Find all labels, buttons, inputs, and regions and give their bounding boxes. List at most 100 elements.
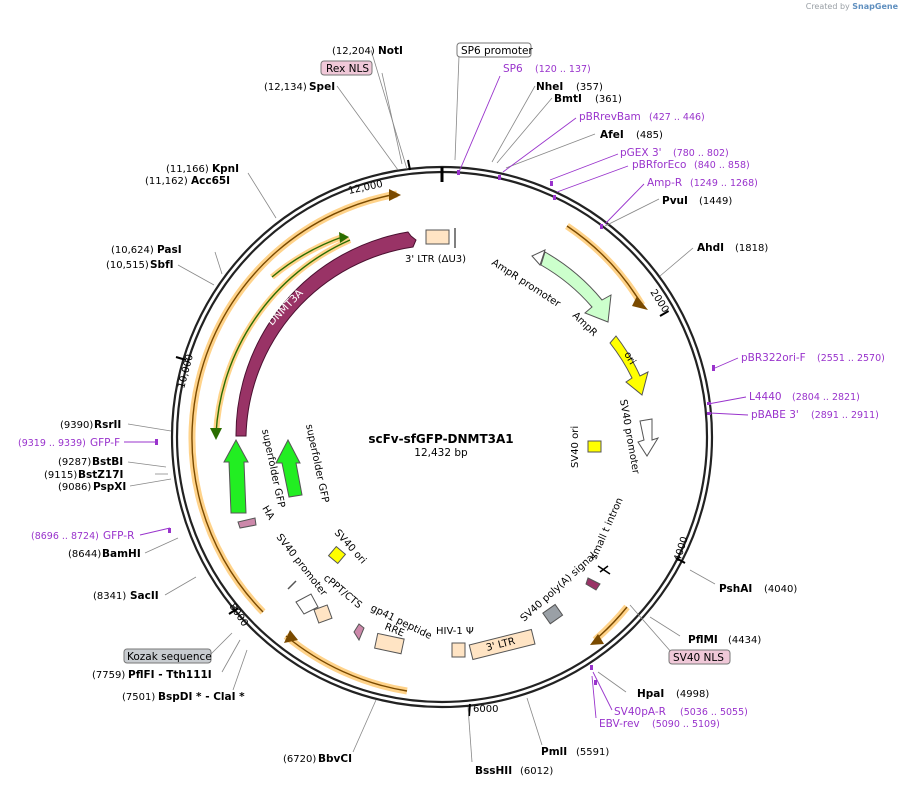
- leader-hpai: [597, 671, 627, 693]
- leader-lines: [127, 49, 716, 763]
- site-pos-acc65i: (11,162): [145, 176, 188, 187]
- small-t-intron-label: small t intron: [589, 496, 626, 561]
- site-pos-pvui: (1449): [699, 196, 732, 207]
- site-pos-bstz17i: (9115): [44, 470, 77, 481]
- leader-sv40nls: [629, 604, 673, 654]
- site-pos-pasi: (10,624): [111, 245, 154, 256]
- primer-name-gfpf: GFP-F: [90, 437, 120, 449]
- sp6-promoter-box: [456, 42, 532, 58]
- site-pos-ahdi: (1818): [735, 243, 768, 254]
- primer-name-pgex: pGEX 3': [620, 147, 662, 159]
- leader-bspdi: [232, 649, 248, 691]
- primer-tick-ampr: [600, 224, 603, 229]
- primer-leader-pbabe: [709, 412, 749, 416]
- snapgene-credit: Created by SnapGene: [806, 2, 898, 11]
- primer-range-ampr: (1249 .. 1268): [690, 178, 758, 189]
- rex-nls-label: Rex NLS: [326, 63, 369, 75]
- primer-tick-pgex: [550, 181, 553, 186]
- leader-pasi: [214, 251, 223, 275]
- primer-range-pbabe: (2891 .. 2911): [811, 410, 879, 421]
- primer-name-l4440: L4440: [749, 391, 782, 403]
- leader-pflfi: [221, 639, 241, 673]
- site-name-sacii: SacII: [130, 590, 159, 602]
- primer-leader-lines: [124, 75, 749, 719]
- site-pos-pshai: (4040): [764, 584, 797, 595]
- leader-spei: [336, 85, 399, 171]
- orf-arcs: [188, 190, 646, 695]
- kozak-box: [123, 648, 212, 664]
- sp6-promoter-label: SP6 promoter: [461, 45, 533, 57]
- primer-leader-l4440: [707, 396, 747, 405]
- leader-nhei: [491, 85, 536, 163]
- leader-bmti: [496, 97, 553, 164]
- primer-name-ampr: Amp-R: [647, 177, 682, 189]
- site-name-nhei: NheI: [536, 81, 563, 93]
- dnmt3a-feature: [235, 231, 417, 437]
- ha-feature: [237, 517, 257, 529]
- cppt-feature: [313, 604, 333, 624]
- site-name-pshai: PshAI: [719, 583, 752, 595]
- site-name-pasi: PasI: [157, 244, 182, 256]
- site-pos-bbvci: (6720): [283, 754, 316, 765]
- primer-name-sv40pa: SV40pA-R: [614, 706, 666, 718]
- arrowhead-ampr-orf: [632, 296, 648, 310]
- sfgfp-label-2: superfolder GFP: [303, 423, 330, 503]
- primer-tick-ebv: [594, 680, 597, 685]
- leader-pspxi: [129, 478, 172, 487]
- leader-ahdi: [659, 247, 694, 277]
- sv40-polya-feature: [542, 603, 564, 625]
- site-name-bamhi: BamHI: [102, 548, 141, 560]
- tick-label-6000: 6000: [473, 704, 498, 715]
- primer-range-sp6: (120 .. 137): [535, 64, 591, 75]
- snapgene-logo: SnapGene: [852, 2, 898, 11]
- primer-tick-gfpr: [168, 528, 171, 533]
- site-pos-bmti: (361): [595, 94, 622, 105]
- rre-feature: [374, 632, 405, 655]
- sv40-ori-feature-1: [587, 440, 602, 453]
- site-pos-hpai: (4998): [676, 689, 709, 700]
- site-name-rsrii: RsrII: [94, 419, 121, 431]
- ori-feature: [609, 335, 649, 396]
- primer-name-pbabe: pBABE 3': [751, 409, 799, 421]
- primer-name-pbrrevbam: pBRrevBam: [579, 111, 641, 123]
- site-name-pflmi: PflMI: [688, 634, 718, 646]
- hiv-psi-feature: [451, 642, 466, 658]
- site-name-bbvci: BbvCI: [318, 753, 352, 765]
- sv40-promoter-feature-1: [637, 418, 660, 457]
- site-pos-bsshii: (6012): [520, 766, 553, 777]
- site-pos-spei: (12,134): [264, 82, 307, 93]
- primer-range-sv40pa: (5036 .. 5055): [680, 707, 748, 718]
- credit-prefix: Created by: [805, 2, 850, 11]
- leader-rexnls: [381, 72, 403, 165]
- arrowhead-lower-orf: [284, 630, 298, 643]
- primer-leader-pbrrevbam: [502, 117, 577, 173]
- sv40-nls-label: SV40 NLS: [673, 652, 724, 664]
- site-pos-rsrii: (9390): [60, 420, 93, 431]
- tick-2000: [659, 310, 670, 317]
- primer-leader-gfpr: [139, 527, 171, 536]
- sv40-promoter-label-1: SV40 promoter: [617, 399, 641, 476]
- primer-name-pbr322ori: pBR322ori-F: [741, 352, 806, 364]
- site-name-bstz17i: BstZ17I: [78, 469, 123, 481]
- sfgfp-label-1: superfolder GFP: [259, 428, 286, 508]
- primer-leader-pgex: [549, 153, 619, 181]
- site-pos-bspdi: (7501): [122, 692, 155, 703]
- primer-range-pbr322ori: (2551 .. 2570): [817, 353, 885, 364]
- sv40-ori-feature-2: [327, 545, 347, 565]
- site-pos-pspxi: (9086): [58, 482, 91, 493]
- sfgfp-feature-1: [223, 438, 249, 514]
- small-t-intron-bar: [597, 565, 611, 575]
- leader-rsrii: [127, 423, 172, 432]
- site-pos-afei: (485): [636, 130, 663, 141]
- leader-pmli: [526, 697, 543, 746]
- primer-tick-l4440: [707, 402, 711, 405]
- primer-tick-sv40pa: [590, 665, 593, 670]
- leader-kpni: [247, 172, 277, 219]
- primer-leader-sp6: [458, 75, 501, 173]
- ltr-3-feature: [468, 628, 536, 661]
- primer-range-ebv: (5090 .. 5109): [652, 719, 720, 730]
- primer-ticks: [155, 170, 715, 685]
- primer-range-pbrrevbam: (427 .. 446): [649, 112, 705, 123]
- leader-kozak: [209, 632, 233, 656]
